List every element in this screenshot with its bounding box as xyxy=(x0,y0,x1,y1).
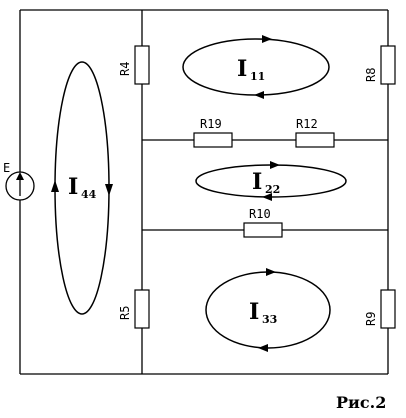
resistor-r4-label: R4 xyxy=(118,62,132,76)
figure-caption: Рис.2 xyxy=(336,393,386,412)
loop-i44-arrow-up-icon xyxy=(51,180,59,192)
loop-i44-sub: 44 xyxy=(81,188,97,201)
loop-i11-arrow-right-icon xyxy=(262,35,272,43)
resistor-r8-label: R8 xyxy=(364,68,378,82)
loop-i11-label: I xyxy=(237,56,247,82)
resistor-r8 xyxy=(380,45,396,85)
loop-i22-arrow-right-icon xyxy=(270,161,280,169)
resistor-r10-label: R10 xyxy=(249,207,271,221)
resistor-r19 xyxy=(193,132,233,148)
resistor-r4 xyxy=(134,45,150,85)
loop-i22-label: I xyxy=(252,169,262,195)
resistors: R4 R5 R8 R9 R19 R12 R10 xyxy=(118,45,396,329)
voltage-source: E xyxy=(3,161,35,201)
loop-i44-arrow-down-icon xyxy=(105,184,113,196)
source-arrow-icon xyxy=(16,172,24,180)
loop-i11 xyxy=(182,38,330,96)
resistor-r9-label: R9 xyxy=(364,312,378,326)
source-label: E xyxy=(3,161,10,175)
loop-i33-arrow-left-icon xyxy=(258,344,268,352)
resistor-r5-label: R5 xyxy=(118,306,132,320)
resistor-r9 xyxy=(380,289,396,329)
resistor-r5 xyxy=(134,289,150,329)
loop-i33-arrow-right-icon xyxy=(266,268,276,276)
loop-i22-arrow-left-icon xyxy=(262,193,272,201)
loop-i33-sub: 33 xyxy=(262,313,277,326)
resistor-r19-label: R19 xyxy=(200,117,222,131)
loop-i11-arrow-left-icon xyxy=(254,91,264,99)
loop-i33-label: I xyxy=(249,299,259,325)
loop-i33 xyxy=(205,271,331,349)
loop-currents: I 44 I 11 I 22 I 33 xyxy=(51,35,347,352)
loop-i11-sub: 11 xyxy=(250,70,265,83)
resistor-r10 xyxy=(243,222,283,238)
loop-i22-sub: 22 xyxy=(265,183,280,196)
resistor-r12-label: R12 xyxy=(296,117,318,131)
resistor-r12 xyxy=(295,132,335,148)
loop-i44-label: I xyxy=(68,174,78,200)
